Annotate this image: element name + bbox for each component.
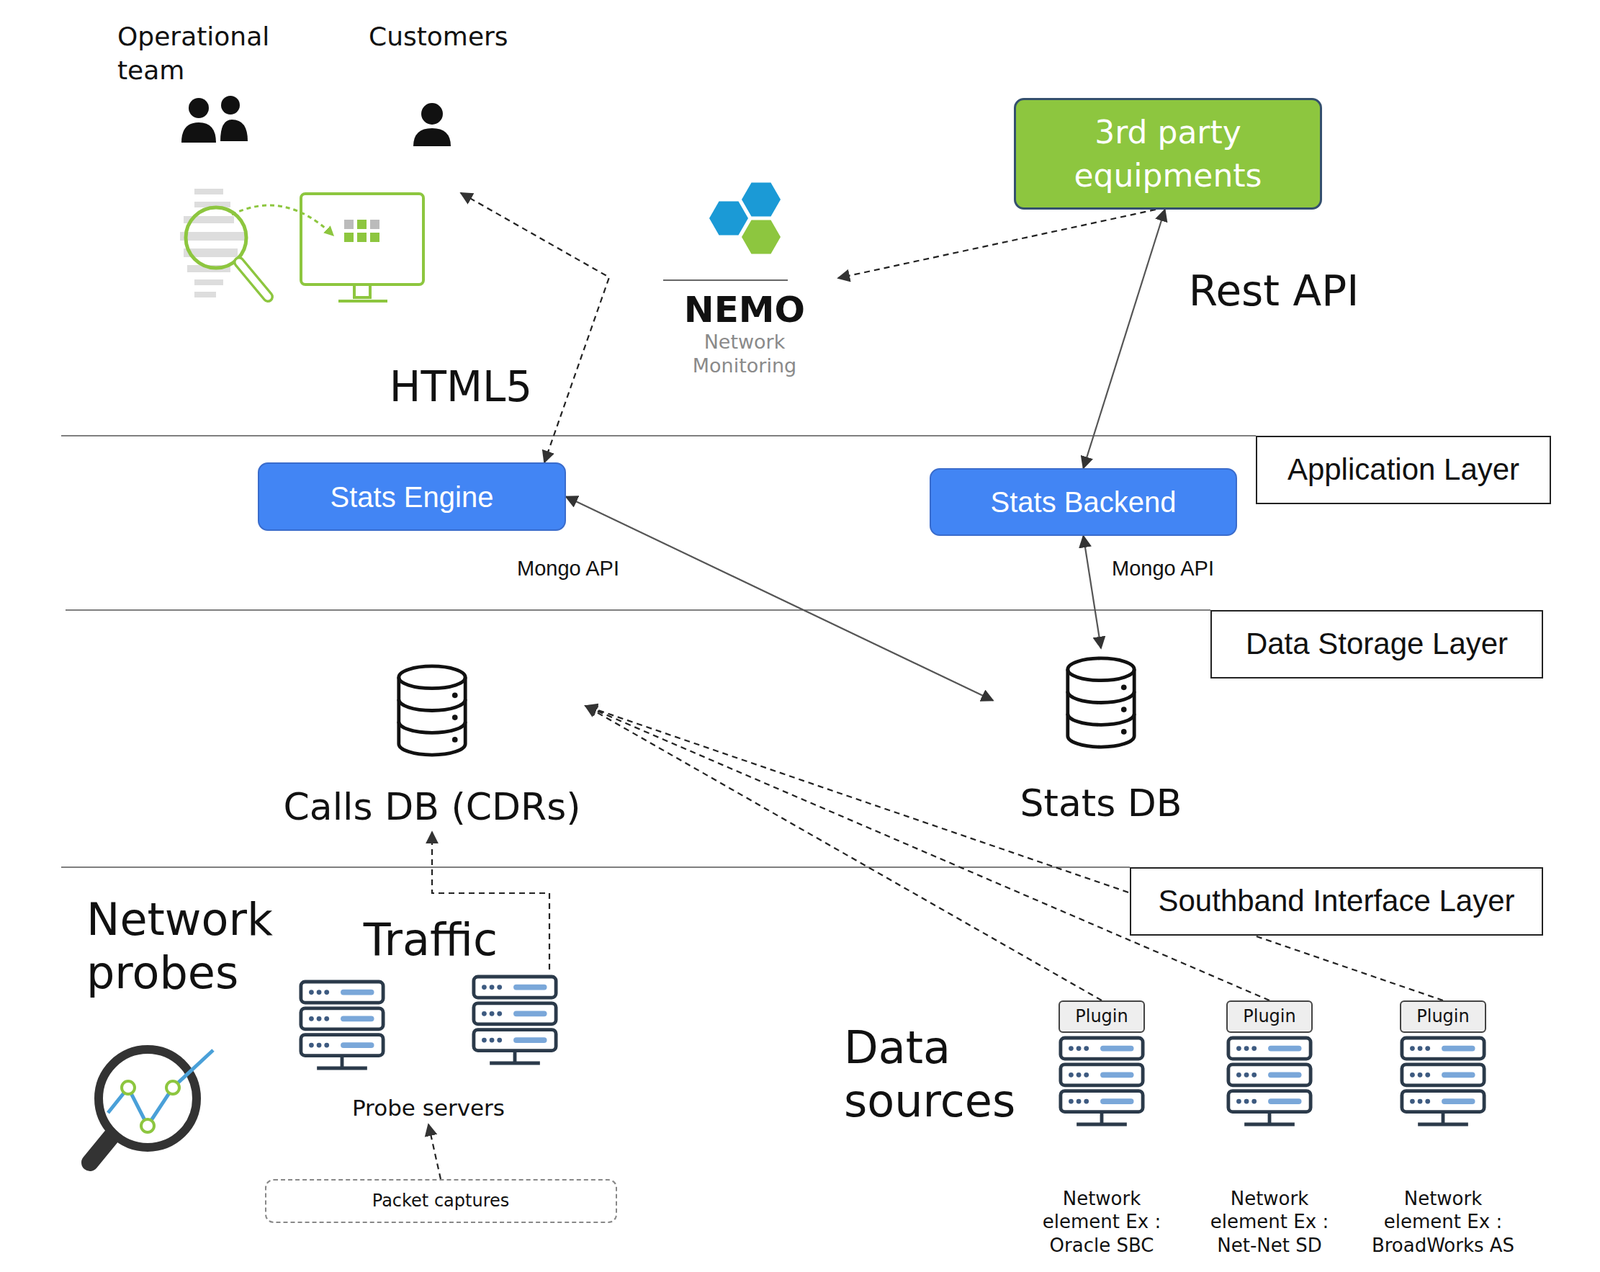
- node-text: Network element Ex : Oracle SBC: [1024, 1186, 1180, 1258]
- connector: [838, 209, 1156, 278]
- edge-label: Rest API: [1184, 266, 1364, 317]
- doc-line: [194, 291, 217, 298]
- node-text: Network element Ex : BroadWorks AS: [1365, 1186, 1521, 1258]
- screen-square: [344, 219, 354, 229]
- graph-point: [166, 1080, 180, 1094]
- magnifier-handle-inner: [239, 262, 268, 297]
- flow-arrow: [231, 205, 333, 235]
- network-element: Network element Ex : Oracle SBC: [1019, 1030, 1184, 1257]
- edge-label: Mongo API: [512, 555, 624, 582]
- monitor-screen: [300, 193, 424, 285]
- database-icon: [398, 666, 466, 755]
- section-label: Data sources: [843, 1021, 1060, 1129]
- screen-square: [357, 232, 367, 242]
- user-group: Operational teamCustomers: [112, 20, 461, 309]
- node-text: Packet captures: [372, 1190, 510, 1212]
- connector: [1083, 535, 1102, 649]
- layer-box: Application Layer: [1255, 435, 1552, 505]
- server-icon: [473, 976, 556, 1063]
- doc-line: [194, 188, 224, 195]
- node-text: Plugin: [1075, 1005, 1128, 1027]
- doc-line: [194, 279, 224, 286]
- person-head: [188, 97, 209, 119]
- screen-square: [370, 219, 380, 229]
- node-text: Network element Ex : Net-Net SD: [1192, 1186, 1348, 1258]
- connector: [460, 192, 610, 463]
- node-text: Calls DB (CDRs): [282, 784, 581, 829]
- plugin-box: Plugin: [1226, 1000, 1313, 1033]
- server-icon: [1401, 1037, 1485, 1125]
- connector: [565, 496, 993, 701]
- plugin-box: Plugin: [1058, 1000, 1145, 1033]
- edge-label: Mongo API: [1107, 555, 1219, 582]
- person-body: [181, 122, 217, 143]
- network-element: Network element Ex : BroadWorks AS: [1360, 1030, 1526, 1257]
- graph-point: [141, 1118, 155, 1132]
- connector: [428, 1124, 441, 1179]
- capture-box: Packet captures: [264, 1178, 618, 1223]
- node-text: Stats Backend: [990, 484, 1177, 520]
- layer-box: Data Storage Layer: [1210, 609, 1544, 679]
- connector: [1083, 209, 1166, 469]
- connector: [585, 705, 1444, 1001]
- screen-square: [357, 219, 367, 229]
- server-group: Probe servers: [284, 969, 573, 1125]
- connector: [585, 705, 1270, 1001]
- logo-rule: [663, 279, 788, 281]
- process-box: Stats Engine: [257, 462, 566, 531]
- edge-label: HTML5: [385, 362, 537, 413]
- node-text: Data Storage Layer: [1245, 625, 1508, 662]
- graph-point: [121, 1080, 135, 1094]
- node-text: Plugin: [1416, 1005, 1469, 1027]
- node-text: 3rd party equipments: [1049, 110, 1287, 197]
- screen-square: [370, 232, 380, 242]
- node-text: Application Layer: [1287, 451, 1520, 488]
- server-icon: [1060, 1037, 1143, 1125]
- magnifier-handle: [239, 262, 268, 297]
- monitor-base: [338, 299, 388, 303]
- database: Stats DB: [992, 648, 1210, 829]
- layer-rule: [61, 866, 1130, 868]
- doc-line: [180, 231, 245, 241]
- logo-hexagon: [741, 182, 781, 217]
- screen-square: [344, 232, 354, 242]
- node-text: Stats Engine: [330, 479, 494, 515]
- monitor-neck: [354, 284, 371, 298]
- person-head: [421, 102, 443, 125]
- graph-line: [108, 1049, 214, 1126]
- plugin-box: Plugin: [1399, 1000, 1487, 1033]
- node-text: Probe servers: [352, 1094, 505, 1122]
- layer-rule: [65, 609, 1211, 611]
- node-text: Operational team: [117, 20, 305, 88]
- connector: [585, 705, 1102, 1001]
- magnifier-handle: [90, 1134, 114, 1163]
- layer-rule: [61, 434, 1256, 437]
- node-text: Southband Interface Layer: [1157, 882, 1515, 919]
- process-box: Stats Backend: [929, 468, 1238, 536]
- node-text: Network Monitoring: [683, 330, 806, 378]
- node-text: Stats DB: [1020, 780, 1183, 826]
- server-icon: [300, 981, 384, 1068]
- node-text: Customers: [368, 20, 509, 55]
- server-icon: [1228, 1037, 1311, 1125]
- external-box: 3rd party equipments: [1013, 97, 1323, 210]
- logo-hexagon: [709, 201, 749, 236]
- section-label: Network probes: [86, 892, 317, 1001]
- person-body: [413, 128, 451, 147]
- node-text: NEMO: [684, 289, 806, 332]
- network-element: Network element Ex : Net-Net SD: [1187, 1030, 1352, 1257]
- person-head: [221, 95, 240, 115]
- edge-label: Traffic: [359, 913, 502, 967]
- logo-hexagon: [741, 220, 781, 255]
- node-text: Plugin: [1242, 1005, 1296, 1027]
- person-body: [220, 119, 248, 142]
- layer-box: Southband Interface Layer: [1129, 866, 1544, 936]
- magnifier-lens: [98, 1049, 197, 1148]
- database: Calls DB (CDRs): [278, 651, 586, 832]
- logo: NEMONetwork Monitoring: [650, 178, 839, 378]
- database-icon: [1067, 658, 1135, 747]
